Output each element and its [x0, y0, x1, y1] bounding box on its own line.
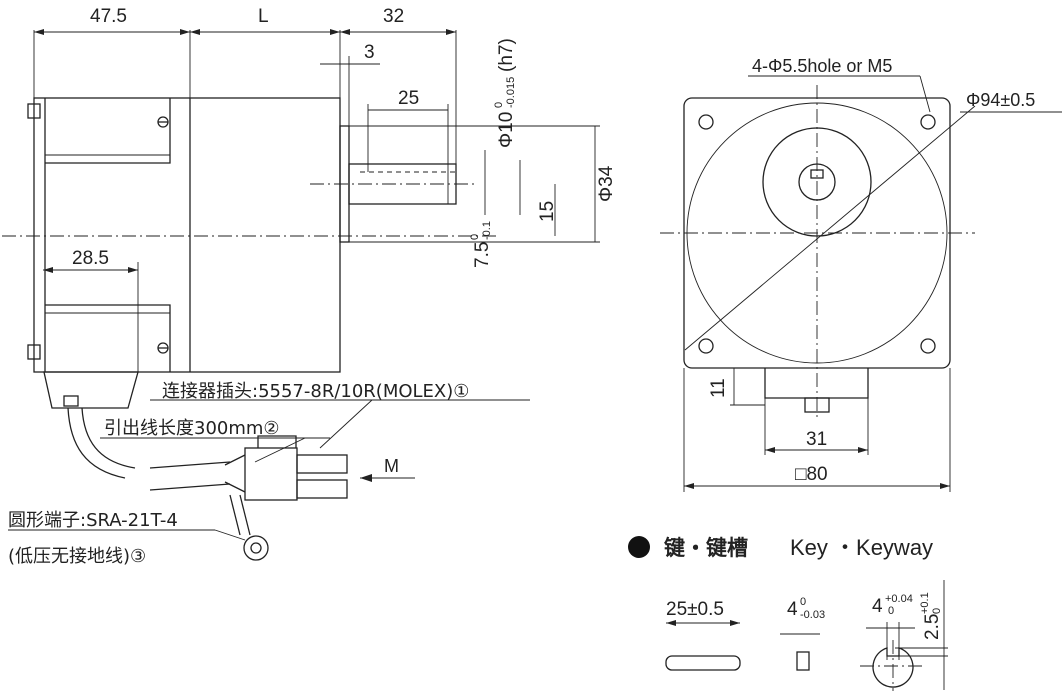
key-side-view — [665, 655, 741, 671]
dim-15: 15 — [537, 201, 558, 222]
center-offset-dim: 7.5 0 -0.1 — [469, 221, 493, 268]
dim-pilot-diameter: Φ34 — [596, 165, 617, 202]
key-width-sup: 0 — [800, 596, 806, 608]
lead-wire — [67, 407, 246, 493]
svg-text:Φ10: Φ10 — [496, 112, 517, 148]
svg-text:0: 0 — [493, 102, 505, 108]
bullet-icon — [628, 536, 650, 558]
svg-text:(h7): (h7) — [496, 38, 517, 72]
dim-25: 25 — [398, 88, 419, 109]
keyway-width-sup: +0.04 — [885, 593, 913, 605]
side-dimensions — [33, 29, 600, 372]
motor-mark: M — [384, 456, 399, 476]
key-end-view — [796, 651, 810, 671]
connector-note: 连接器插头:5557-8R/10R(MOLEX)① — [162, 381, 469, 402]
keyway-width-main: 4 — [872, 596, 883, 617]
screw-icon — [27, 103, 169, 360]
dim-80: □80 — [795, 464, 828, 485]
dim-3: 3 — [364, 42, 375, 63]
terminal-boss — [764, 368, 869, 399]
mounting-hole-icon — [698, 114, 936, 354]
keyway-depth-main: 2.5 — [922, 614, 943, 640]
keyway-depth-sub: 0 — [931, 608, 943, 614]
keyway-section-view — [860, 640, 925, 691]
key-width-sub: -0.03 — [800, 609, 825, 621]
key-width-main: 4 — [787, 599, 798, 620]
lead-length-note: 引出线长度300mm② — [104, 418, 280, 439]
terminal-box — [43, 371, 139, 409]
key-section: 键・键槽 Key ・Keyway 25±0.5 4 0 -0.03 4 +0.0… — [628, 535, 948, 691]
dim-28-5: 28.5 — [72, 248, 109, 269]
key-length-dim: 25±0.5 — [666, 599, 724, 620]
svg-text:-0.1: -0.1 — [481, 221, 493, 240]
dim-11: 11 — [708, 378, 729, 398]
motor-body-outline — [33, 97, 341, 373]
terminal-note-1: 圆形端子:SRA-21T-4 — [8, 510, 178, 531]
side-view: 47.5 L 32 3 25 28.5 Φ10 0 -0.015 (h7) Φ3… — [2, 6, 617, 567]
hole-note: 4-Φ5.5hole or M5 — [752, 56, 892, 76]
svg-text:0: 0 — [469, 234, 481, 240]
keyway-width-sub: 0 — [888, 605, 894, 617]
keyway-depth-sup: +0.1 — [919, 592, 931, 614]
dim-L: L — [258, 6, 269, 27]
dim-32: 32 — [383, 6, 404, 27]
key-title-en: Key ・Keyway — [790, 535, 933, 560]
key-title-cn: 键・键槽 — [664, 536, 748, 560]
dim-47-5: 47.5 — [90, 6, 127, 27]
ring-terminal-icon — [229, 494, 269, 561]
svg-text:7.5: 7.5 — [472, 242, 493, 268]
front-view: 4-Φ5.5hole or M5 Φ94±0.5 11 31 □80 — [660, 56, 1062, 492]
connector-plug — [244, 435, 348, 501]
svg-text:-0.015: -0.015 — [505, 77, 517, 108]
terminal-note-2: (低压无接地线)③ — [8, 546, 146, 567]
pcd-dim: Φ94±0.5 — [966, 90, 1035, 110]
dim-31: 31 — [806, 429, 827, 450]
shaft-diameter-dim: Φ10 0 -0.015 (h7) — [493, 38, 517, 148]
